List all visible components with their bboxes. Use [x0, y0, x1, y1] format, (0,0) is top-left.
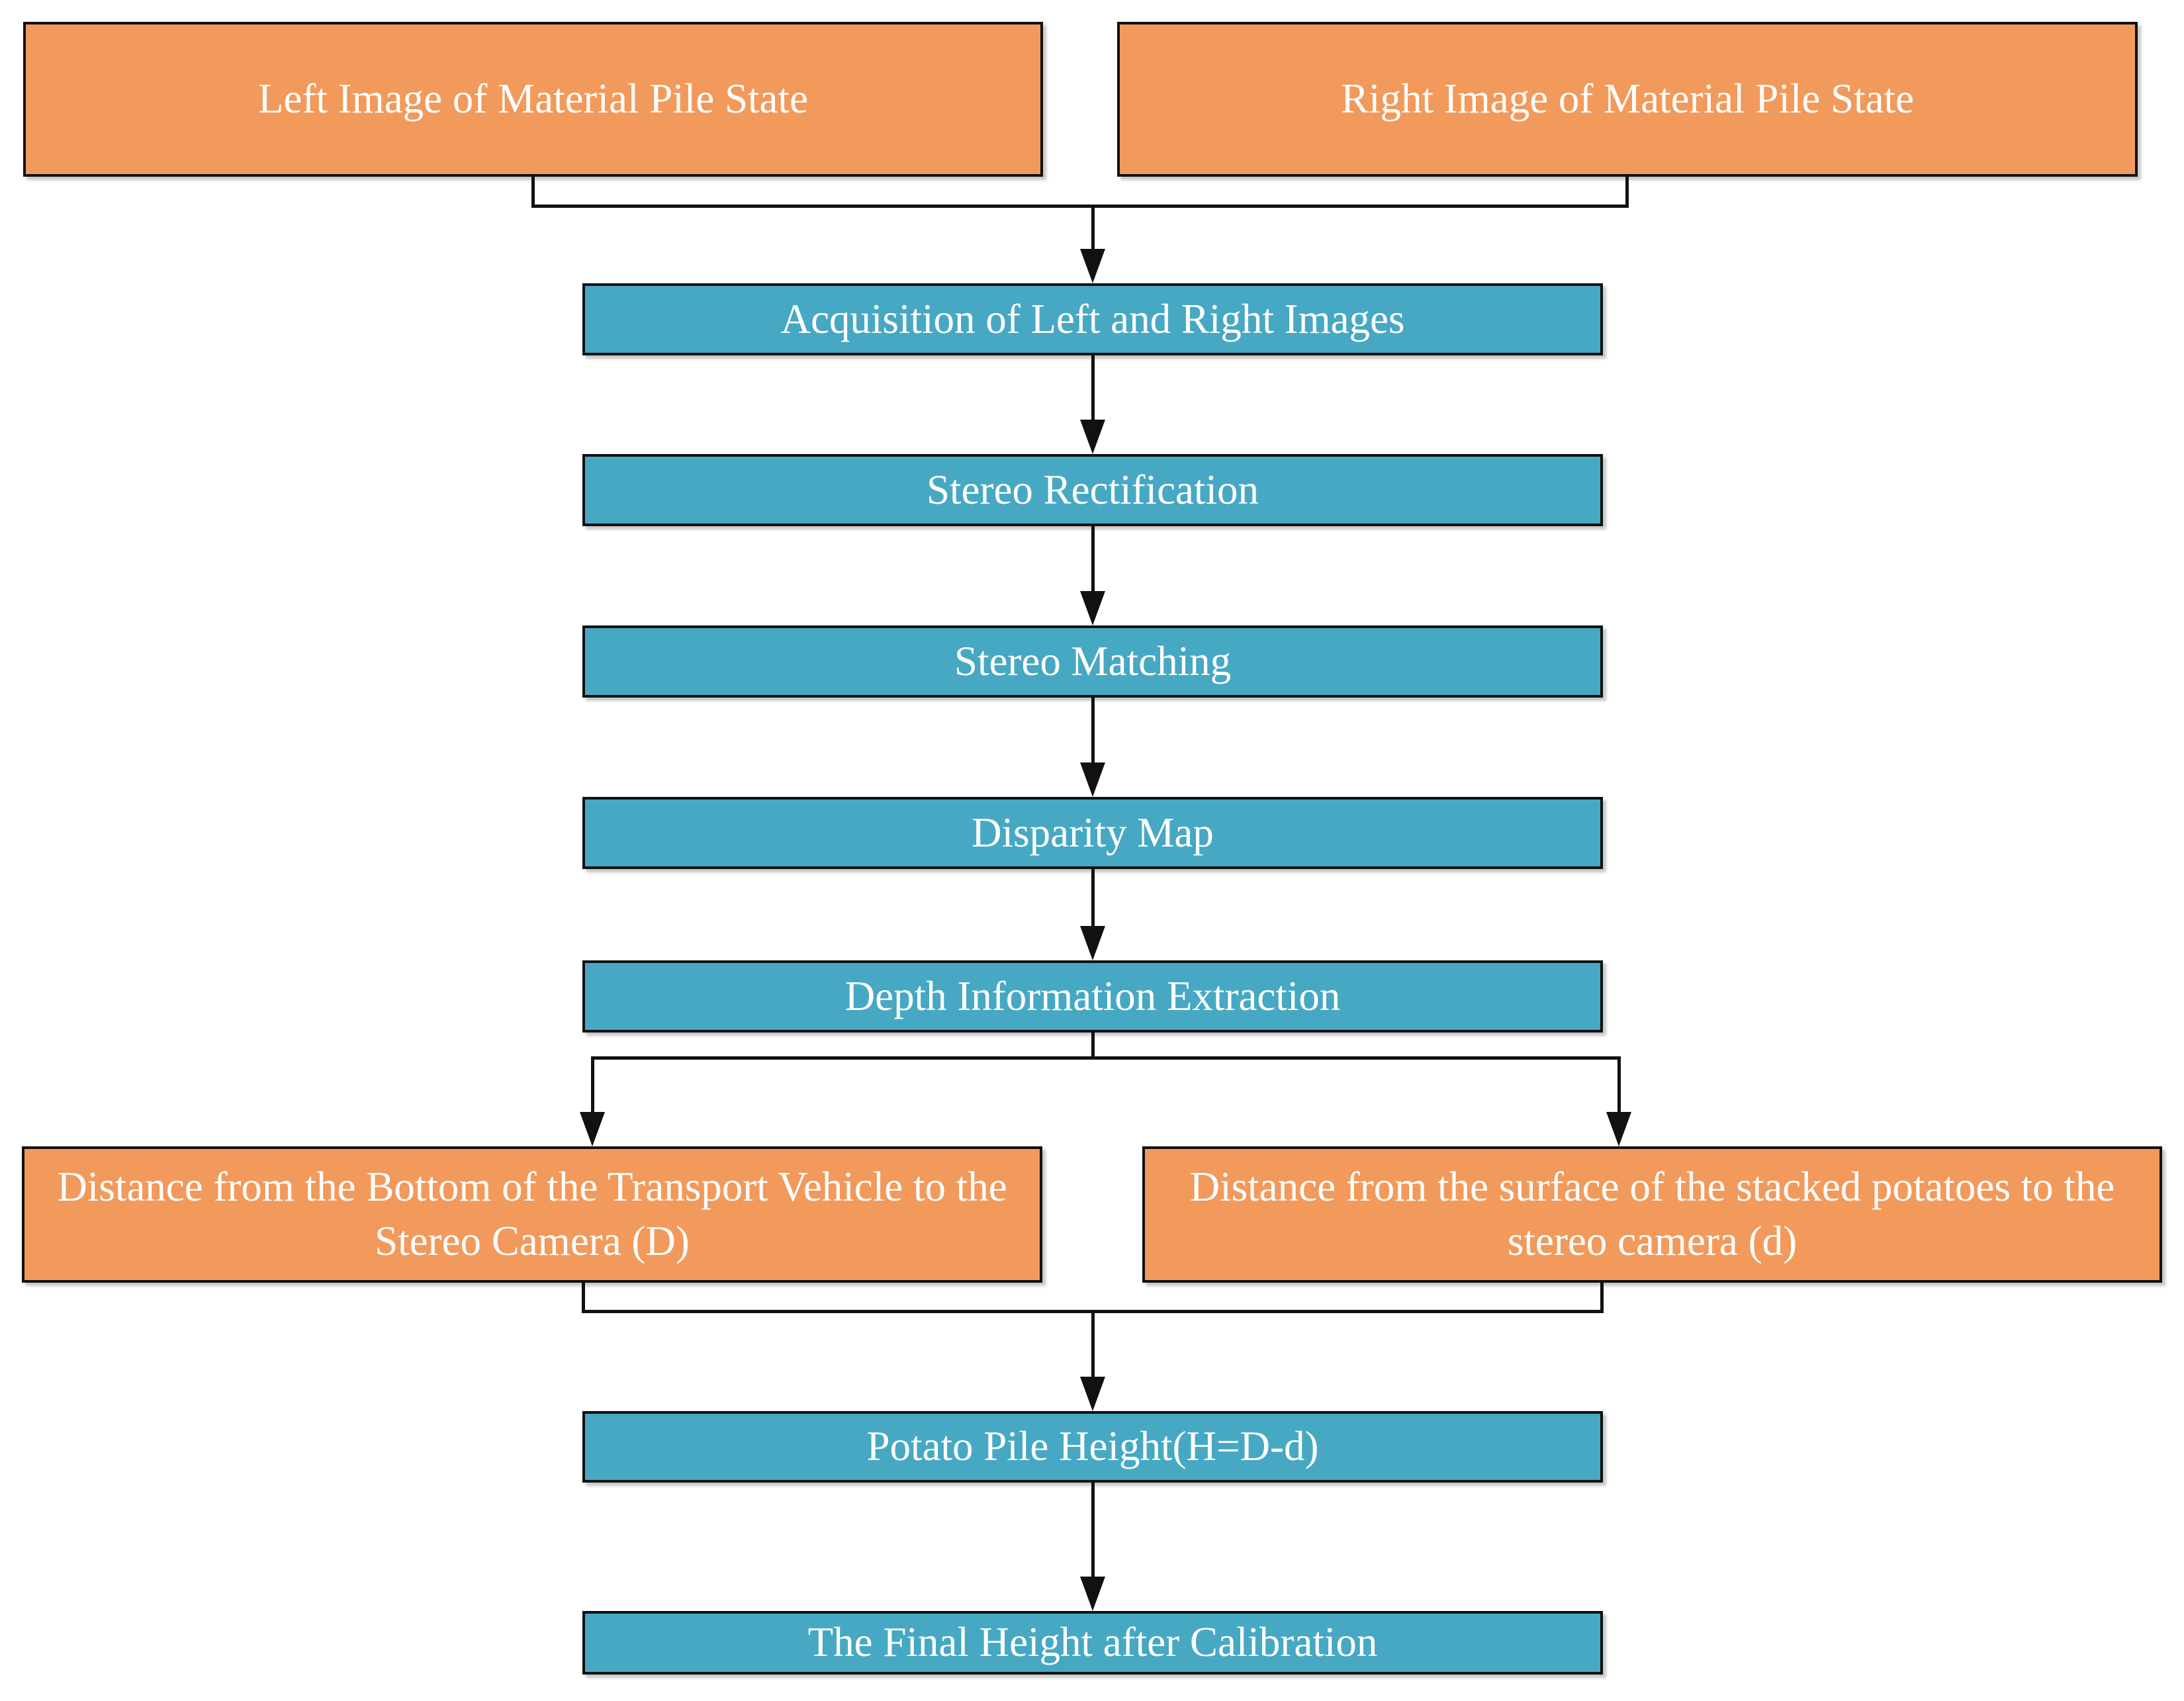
connector-top-merge-horizontal: [531, 205, 1629, 208]
node-distance-potatoes: Distance from the surface of the stacked…: [1142, 1146, 2162, 1283]
arrowhead-into-depth: [1080, 926, 1105, 960]
connector-split-left-drop: [591, 1056, 594, 1115]
connector-disparity-depth: [1091, 869, 1095, 929]
connector-top-merge-stem: [1091, 205, 1095, 251]
arrowhead-into-acquisition: [1080, 249, 1105, 283]
node-disparity-map: Disparity Map: [582, 797, 1603, 869]
node-pile-height: Potato Pile Height(H=D-d): [582, 1411, 1603, 1483]
connector-split-horizontal: [591, 1056, 1621, 1060]
arrowhead-into-matching: [1080, 591, 1105, 625]
arrowhead-into-distance-potatoes: [1606, 1112, 1631, 1146]
connector-left-image-drop: [531, 177, 535, 207]
connector-merge-right-drop: [1600, 1283, 1604, 1313]
node-right-image: Right Image of Material Pile State: [1117, 22, 2138, 177]
arrowhead-into-disparity: [1080, 762, 1105, 797]
connector-merge-left-drop: [582, 1283, 585, 1313]
connector-right-image-drop: [1625, 177, 1629, 207]
node-stereo-matching: Stereo Matching: [582, 625, 1603, 698]
arrowhead-into-rectification: [1080, 420, 1105, 454]
connector-matching-disparity: [1091, 698, 1095, 765]
connector-merge-stem: [1091, 1310, 1095, 1379]
node-left-image: Left Image of Material Pile State: [23, 22, 1043, 177]
arrowhead-into-pile-height: [1080, 1377, 1105, 1411]
connector-split-stem: [1091, 1033, 1095, 1059]
connector-split-right-drop: [1617, 1056, 1621, 1115]
connector-pileheight-final: [1091, 1483, 1095, 1579]
node-depth-extraction: Depth Information Extraction: [582, 960, 1603, 1033]
node-distance-vehicle: Distance from the Bottom of the Transpor…: [22, 1146, 1042, 1283]
node-acquisition: Acquisition of Left and Right Images: [582, 283, 1603, 355]
node-stereo-rectification: Stereo Rectification: [582, 454, 1603, 526]
connector-rectification-matching: [1091, 526, 1095, 594]
node-final-height: The Final Height after Calibration: [582, 1611, 1603, 1675]
arrowhead-into-distance-vehicle: [580, 1112, 605, 1146]
connector-acquisition-rectification: [1091, 355, 1095, 422]
arrowhead-into-final-height: [1080, 1577, 1105, 1611]
